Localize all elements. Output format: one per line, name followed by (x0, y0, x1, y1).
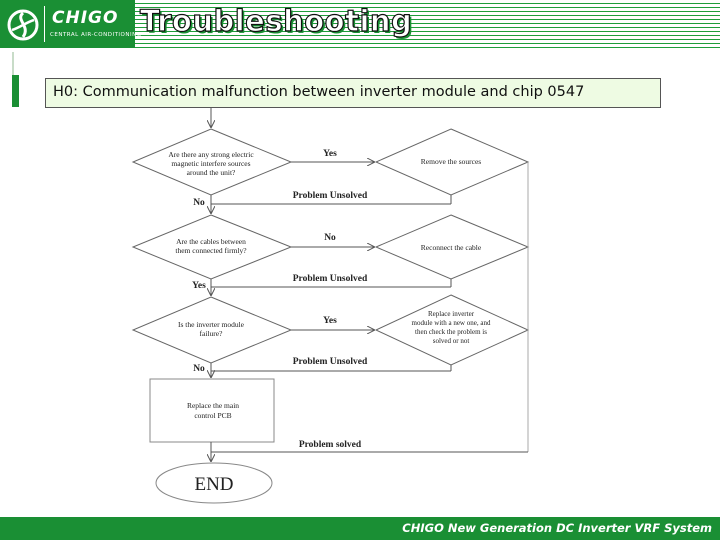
decision-q3-label-1: Is the inverter module (178, 320, 245, 329)
end-label: END (194, 474, 233, 495)
chigo-leaf-icon (7, 9, 39, 41)
action-a2-label: Reconnect the cable (421, 243, 482, 252)
brand-name: CHIGO (52, 8, 119, 28)
decision-q1-label-1: Are there any strong electric (168, 150, 254, 159)
process-replace-pcb (149, 378, 275, 443)
action-a3-label-2: module with a new one, and (412, 319, 491, 327)
solved-label: Problem solved (299, 440, 362, 450)
brand-logo: CHIGO CENTRAL AIR-CONDITIONING (0, 0, 141, 48)
page-title: Troubleshooting (139, 3, 413, 38)
brand-subtitle: CENTRAL AIR-CONDITIONING (50, 32, 142, 38)
decision-q3-label-2: failure? (200, 329, 224, 338)
footer-text: CHIGO New Generation DC Inverter VRF Sys… (402, 521, 712, 535)
q1-yes-label: Yes (323, 149, 337, 159)
action-a3-label-1: Replace inverter (428, 310, 475, 318)
process-replace-pcb-label-2: control PCB (194, 411, 231, 420)
accent-line (12, 52, 14, 76)
decision-q2-label-1: Are the cables between (176, 237, 246, 246)
q3-no-label: No (193, 364, 205, 374)
r1-label: Problem Unsolved (293, 191, 368, 201)
q1-no-label: No (193, 198, 205, 208)
end-terminator (155, 462, 273, 504)
accent-bar (12, 75, 19, 107)
decision-q1-label-3: around the unit? (187, 168, 236, 177)
action-a1-label: Remove the sources (421, 157, 481, 166)
q2-no-label: No (324, 233, 336, 243)
process-replace-pcb-label-1: Replace the main (187, 401, 239, 410)
troubleshooting-flowchart: Are there any strong electric magnetic i… (131, 107, 530, 504)
error-code-box: H0: Communication malfunction between in… (45, 78, 661, 108)
decision-q2-label-2: them connected firmly? (175, 246, 247, 255)
r3-label: Problem Unsolved (293, 357, 368, 367)
action-a3-label-3: then check the problem is (415, 328, 487, 336)
error-code-text: H0: Communication malfunction between in… (53, 84, 585, 100)
r2-label: Problem Unsolved (293, 274, 368, 284)
logo-separator (44, 6, 45, 42)
decision-q1-label-2: magnetic interfere sources (171, 159, 250, 168)
action-a3-label-4: solved or not (433, 337, 470, 345)
q3-yes-label: Yes (323, 316, 337, 326)
q2-yes-label: Yes (192, 281, 206, 291)
footer-bar: CHIGO New Generation DC Inverter VRF Sys… (0, 517, 720, 540)
